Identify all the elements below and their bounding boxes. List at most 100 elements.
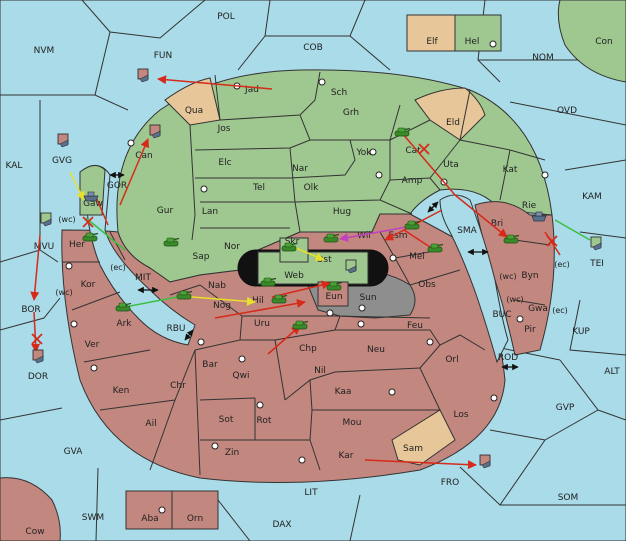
province-label-nil: Nil [314,366,326,376]
province-label-bri: Bri [491,219,503,229]
province-label-elc: Elc [218,158,231,168]
sea-label-rbu: RBU [166,324,185,334]
swap-markers [109,171,519,371]
sea-label-con: Con [595,37,613,47]
move-arrow [30,234,41,301]
province-label-grh: Grh [343,108,359,118]
province-label-ver: Ver [85,340,100,350]
province-label-uru: Uru [254,319,270,329]
sea-label-mit: MIT [135,273,151,283]
move-arrow [364,459,477,470]
province-label-los: Los [453,410,468,420]
coast-label-wc4: (wc) [506,295,523,304]
move-arrow [31,311,41,353]
sea-label-rod: ROD [498,353,518,363]
province-label-orn: Orn [187,514,203,524]
double-arrow-icon [184,329,194,341]
province-label-hel: Hel [465,37,480,47]
support-arrow [69,171,85,201]
alt-orders [339,225,413,242]
coast-label-wc3: (wc) [499,272,516,281]
sea-label-dax: DAX [272,520,291,530]
alt-arrow [339,225,413,242]
province-label-sap: Sap [193,252,210,262]
sea-label-pol: POL [217,12,235,22]
province-label-eun: Eun [325,292,342,302]
province-label-mou: Mou [343,418,362,428]
move-arrow [157,75,273,90]
convoy-orders [85,217,591,309]
province-label-pir: Pir [524,325,536,335]
coast-label-ec2: (ec) [554,260,570,269]
province-label-orl: Orl [445,355,458,365]
sea-label-gva: GVA [64,447,84,457]
coast-label-wc2: (wc) [55,288,72,297]
province-label-kar: Kar [339,451,354,461]
province-label-uta: Uta [443,160,459,170]
province-label-kaa: Kaa [335,387,352,397]
sea-label-cow: Cow [25,527,44,537]
province-label-hil: Hil [252,296,264,306]
move-arrow [119,138,149,206]
province-label-ost: Ost [316,255,332,265]
province-label-rot: Rot [257,416,272,426]
sea-label-bor: BOR [21,305,40,315]
province-label-jos: Jos [217,124,231,134]
sea-label-fro: FRO [441,478,460,488]
province-label-nog: Nog [213,301,231,311]
province-label-sot: Sot [219,415,234,425]
island-cow [0,477,61,541]
sea-label-gvg: GVG [52,156,72,166]
coast-label-ec3: (ec) [552,306,568,315]
sea-label-nvm: NVM [34,46,55,56]
province-label-lan: Lan [202,207,218,217]
province-label-rie: Rie [522,201,537,211]
island-con [557,0,626,83]
province-label-nar: Nar [292,164,308,174]
move-arrow [95,196,109,226]
province-label-chr: Chr [170,381,186,391]
province-label-feu: Feu [407,321,423,331]
province-label-sam: Sam [403,444,423,454]
province-label-aba: Aba [141,514,158,524]
convoy-arrow [85,217,126,251]
sea-label-cob: COB [303,43,323,53]
province-label-jad: Jad [244,85,259,95]
province-label-kor: Kor [81,280,96,290]
province-label-kat: Kat [503,165,518,175]
province-label-her: Her [69,240,85,250]
province-label-gaw: Gaw [83,199,103,209]
province-label-web: Web [284,271,304,281]
sea-label-mvu: MVU [34,242,55,252]
province-label-elf: Elf [426,37,438,47]
province-label-nor: Nor [224,242,240,252]
sea-label-kup: KUP [572,327,590,337]
sea-label-fun: FUN [154,51,173,61]
island-elf-hel [406,14,502,52]
province-label-eld: Eld [446,118,460,128]
sea-label-buc: BUC [492,310,511,320]
supply-centers [65,40,549,514]
province-label-ail: Ail [145,419,156,429]
sea-label-gvp: GVP [556,403,575,413]
province-label-gur: Gur [157,206,174,216]
province-label-nab: Nab [208,281,226,291]
province-label-ark: Ark [116,319,132,329]
move-arrow [401,132,456,196]
province-label-cat: Cat [405,146,421,156]
support-orders [69,171,325,306]
island-aba-orn [125,490,219,530]
sea-label-tei: TEI [589,259,604,269]
province-label-ken: Ken [113,386,130,396]
province-label-obs: Obs [418,280,436,290]
province-label-bar: Bar [202,360,218,370]
double-arrow-icon [427,201,439,213]
province-label-neu: Neu [367,345,385,355]
province-label-yok: Yok [355,148,372,158]
province-label-esm: Esm [388,231,407,241]
sea-label-ovd: OVD [557,106,577,116]
move-arrow [267,325,301,355]
